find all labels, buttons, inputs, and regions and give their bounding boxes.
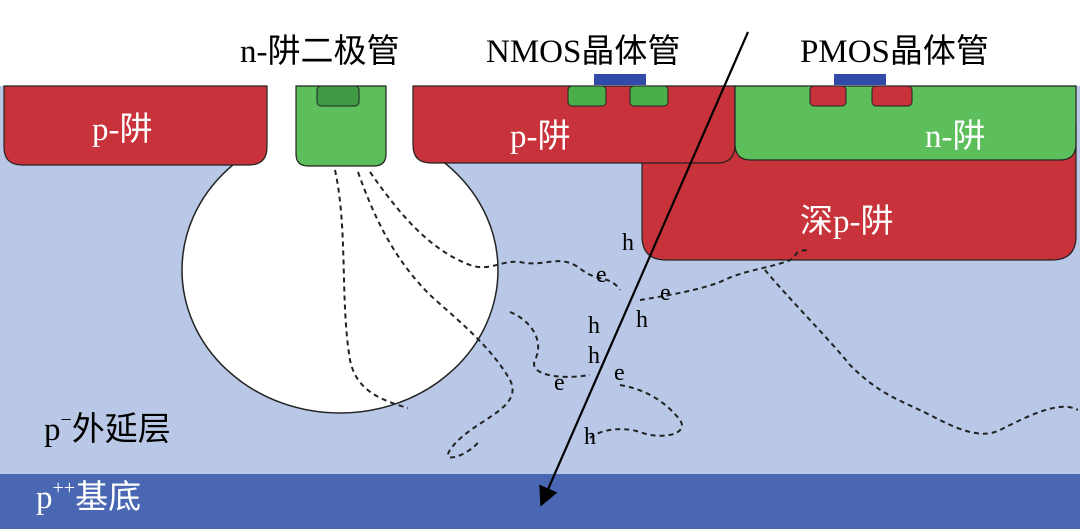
label-n-well-diode: n-阱二极管 [240,33,400,70]
pmos-gate [834,74,886,85]
diffusion-path-2 [357,171,514,459]
nmos-drain [629,85,669,107]
carrier-e4: e [614,360,625,386]
diffusion-path-6 [509,311,591,378]
carrier-e3: e [554,370,565,396]
nmos-source [567,85,607,107]
p-well-left [3,85,268,166]
substrate-layer [0,474,1080,529]
diffusion-path-4 [639,249,811,301]
particle-track-arrow [539,31,750,507]
label-p-well-mid: p-阱 [510,118,571,155]
carrier-h2: h [588,313,600,339]
carrier-h4: h [588,343,600,369]
nmos-gate [594,74,646,85]
diffusion-path-7 [589,384,683,439]
carrier-h1: h [622,230,634,256]
carrier-h3: h [636,307,648,333]
label-nmos: NMOS晶体管 [486,33,680,70]
label-substrate: p++基底 [36,477,141,516]
pmos-drain [871,85,913,107]
label-epi-layer: p−外延层 [44,409,171,448]
carrier-e2: e [660,280,671,306]
label-n-well: n-阱 [925,118,986,155]
diffusion-path-3 [369,171,621,291]
top-white-band [0,0,1080,86]
carrier-h5: h [584,424,596,450]
n-well-diode-region [295,85,387,167]
pmos-source [809,85,847,107]
carrier-e1: e [596,262,607,288]
diffusion-path-1 [334,169,409,409]
diffusion-path-5 [764,269,1079,435]
label-deep-p-well: 深p-阱 [800,203,894,240]
diode-contact [316,85,360,107]
label-p-well-left: p-阱 [92,111,153,148]
label-pmos: PMOS晶体管 [800,33,989,70]
charge-diffusion-paths [334,169,1079,459]
